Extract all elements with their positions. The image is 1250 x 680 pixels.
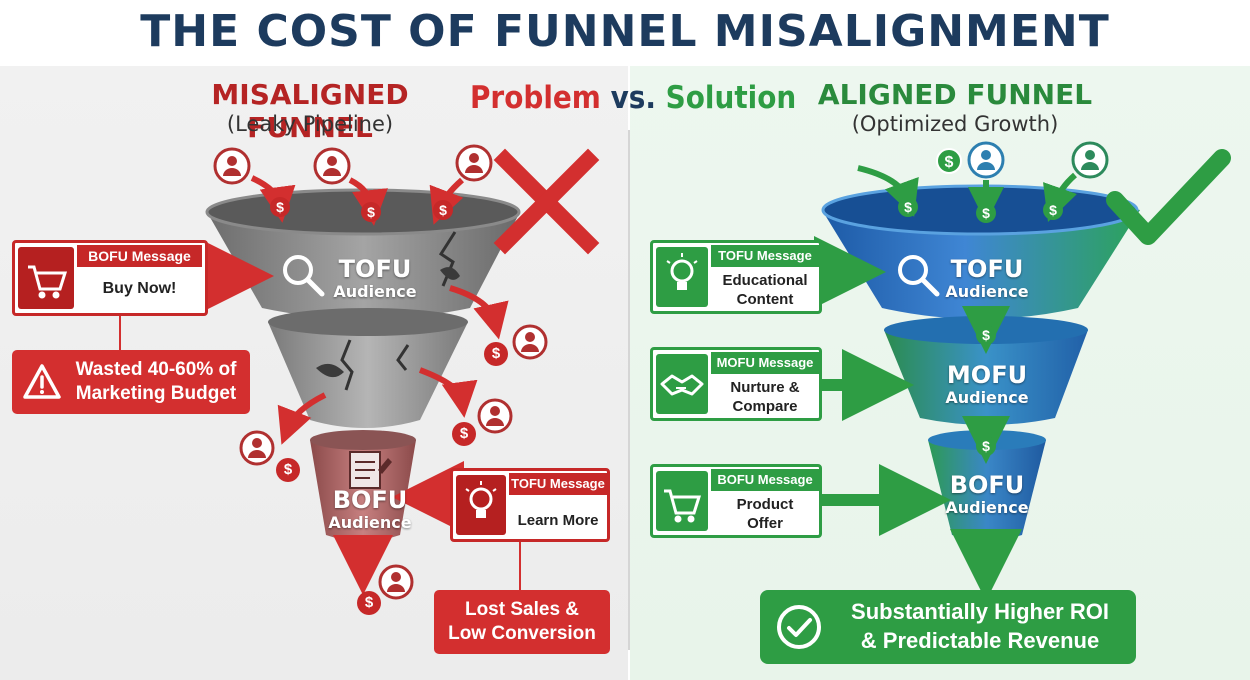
panel-divider: [628, 130, 630, 650]
tofu-message-card: TOFU Message Learn More: [450, 468, 610, 542]
card-line-2: Compare: [732, 398, 798, 415]
person-icon: [967, 141, 1005, 179]
search-icon: [898, 255, 940, 297]
dollar-icon: $: [452, 422, 476, 446]
bofu-message-card: BOFU Message Buy Now!: [12, 240, 208, 316]
dollar-icon: $: [357, 591, 381, 615]
card-line-2: Offer: [747, 515, 783, 532]
roi-line-1: Substantially Higher ROI: [851, 599, 1109, 624]
solution-word: Solution: [665, 80, 797, 116]
misaligned-mofu-section: [268, 308, 468, 428]
leak-arrow: [277, 392, 327, 445]
card-tag: BOFU Message: [77, 245, 202, 267]
tofu-sublabel: Audience: [333, 282, 417, 301]
bofu-sublabel: Audience: [328, 513, 412, 532]
misaligned-subheading: (Leaky Pipeline): [226, 112, 394, 136]
shopping-cart-icon: [656, 471, 708, 531]
wasted-line-2: Marketing Budget: [75, 383, 237, 404]
tofu-label: TOFU: [338, 255, 412, 283]
card-tag: BOFU Message: [711, 469, 819, 491]
aligned-heading: ALIGNED FUNNEL: [817, 78, 1093, 111]
mofu-label: MOFU: [946, 361, 1028, 389]
dollar-icon: $: [276, 458, 300, 482]
problem-word: Problem: [470, 80, 601, 116]
search-icon: [283, 255, 325, 297]
leak-arrow: [449, 285, 509, 340]
card-line-1: Educational: [722, 272, 808, 289]
person-icon: [213, 147, 251, 185]
bofu-sublabel: Audience: [945, 498, 1029, 517]
card-body: Learn More: [517, 512, 599, 529]
dollar-icon: $: [433, 200, 453, 220]
card-line-1: Product: [736, 496, 794, 513]
person-icon: [455, 144, 493, 182]
dollar-icon: $: [1043, 200, 1063, 220]
dollar-icon: $: [484, 342, 508, 366]
bofu-message-card: BOFU Message Product Offer: [650, 464, 822, 538]
bofu-label: BOFU: [332, 486, 408, 514]
bofu-label: BOFU: [949, 471, 1025, 499]
aligned-tofu-label: TOFU Audience: [932, 256, 1042, 302]
tofu-label: TOFU: [950, 255, 1024, 283]
person-icon: [512, 324, 548, 360]
card-line-1: Nurture &: [730, 379, 800, 396]
check-circle-icon: [777, 605, 821, 649]
warning-icon: [23, 364, 61, 399]
card-tag: TOFU Message: [711, 245, 819, 267]
green-check-icon: [1106, 149, 1231, 245]
vs-word: vs.: [610, 80, 656, 116]
card-tag: MOFU Message: [711, 352, 819, 374]
mofu-sublabel: Audience: [945, 388, 1029, 407]
shopping-cart-icon: [18, 247, 74, 309]
lost-line-1: Lost Sales &: [464, 599, 580, 620]
misaligned-heading: MISALIGNED FUNNEL: [211, 78, 409, 144]
card-body: Product Offer: [711, 495, 819, 533]
person-icon: [477, 398, 513, 434]
handshake-icon: [656, 354, 708, 414]
dollar-icon: $: [270, 197, 290, 217]
leak-arrow: [418, 367, 478, 418]
aligned-mofu-label: MOFU Audience: [932, 362, 1042, 408]
person-icon: [239, 430, 275, 466]
dollar-icon: $: [976, 203, 996, 223]
aligned-subheading: (Optimized Growth): [851, 112, 1059, 136]
person-icon: [378, 564, 414, 600]
dollar-icon: $: [976, 325, 996, 345]
page-title: THE COST OF FUNNEL MISALIGNMENT: [140, 6, 1110, 57]
problem-vs-solution: Problem vs. Solution: [470, 80, 796, 120]
misaligned-tofu-label: TOFU Audience: [320, 256, 430, 302]
dollar-icon: $: [898, 197, 918, 217]
roi-text: Substantially Higher ROI & Predictable R…: [832, 597, 1128, 655]
card-tag: TOFU Message: [509, 473, 607, 495]
lost-sales-callout: Lost Sales & Low Conversion: [434, 590, 610, 654]
tofu-sublabel: Audience: [945, 282, 1029, 301]
misaligned-bofu-label: BOFU Audience: [315, 487, 425, 533]
mofu-message-card: MOFU Message Nurture & Compare: [650, 347, 822, 421]
lightbulb-icon: [456, 475, 506, 535]
wasted-line-1: Wasted 40-60% of: [75, 359, 237, 380]
card-line-2: Content: [736, 291, 794, 308]
incoming-arrow: [857, 165, 919, 217]
lost-line-2: Low Conversion: [448, 623, 596, 644]
roi-result-banner: Substantially Higher ROI & Predictable R…: [760, 590, 1136, 664]
card-body: Buy Now!: [102, 280, 177, 297]
person-icon: [313, 147, 351, 185]
card-body: Educational Content: [711, 271, 819, 309]
roi-line-2: & Predictable Revenue: [860, 628, 1100, 653]
document-icon: [349, 451, 392, 489]
lightbulb-icon: [656, 247, 708, 307]
dollar-icon: $: [976, 436, 996, 456]
dollar-icon: $: [361, 202, 381, 222]
aligned-bofu-label: BOFU Audience: [932, 472, 1042, 518]
wasted-budget-text: Wasted 40-60% of Marketing Budget: [66, 358, 246, 406]
dollar-icon: $: [936, 148, 962, 174]
tofu-message-card: TOFU Message Educational Content: [650, 240, 822, 314]
person-icon: [1071, 141, 1109, 179]
card-body: Nurture & Compare: [711, 378, 819, 416]
wasted-budget-callout: Wasted 40-60% of Marketing Budget: [12, 350, 250, 414]
red-x-icon: [493, 148, 600, 255]
